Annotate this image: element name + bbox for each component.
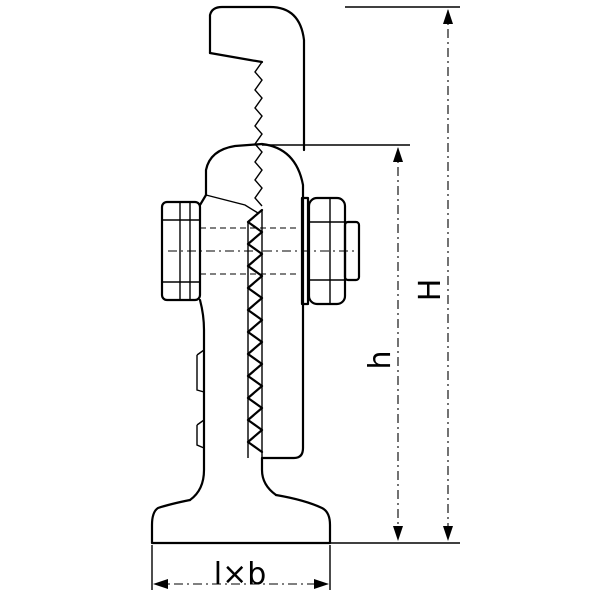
serrated-rack <box>246 208 264 458</box>
label-lxb: l×b <box>214 557 267 592</box>
upper-rack-teeth <box>254 61 263 207</box>
body <box>188 193 305 502</box>
base-foot <box>150 493 332 545</box>
label-H: H <box>413 279 448 302</box>
clamp-head <box>204 142 305 214</box>
dimension-lxb <box>151 545 331 590</box>
label-h: h <box>363 350 398 369</box>
hook-top <box>208 5 306 152</box>
dimension-H <box>345 6 460 541</box>
dimension-h <box>262 144 460 544</box>
bolt-hidden-lines <box>168 227 358 275</box>
hex-nut-right <box>307 196 361 306</box>
